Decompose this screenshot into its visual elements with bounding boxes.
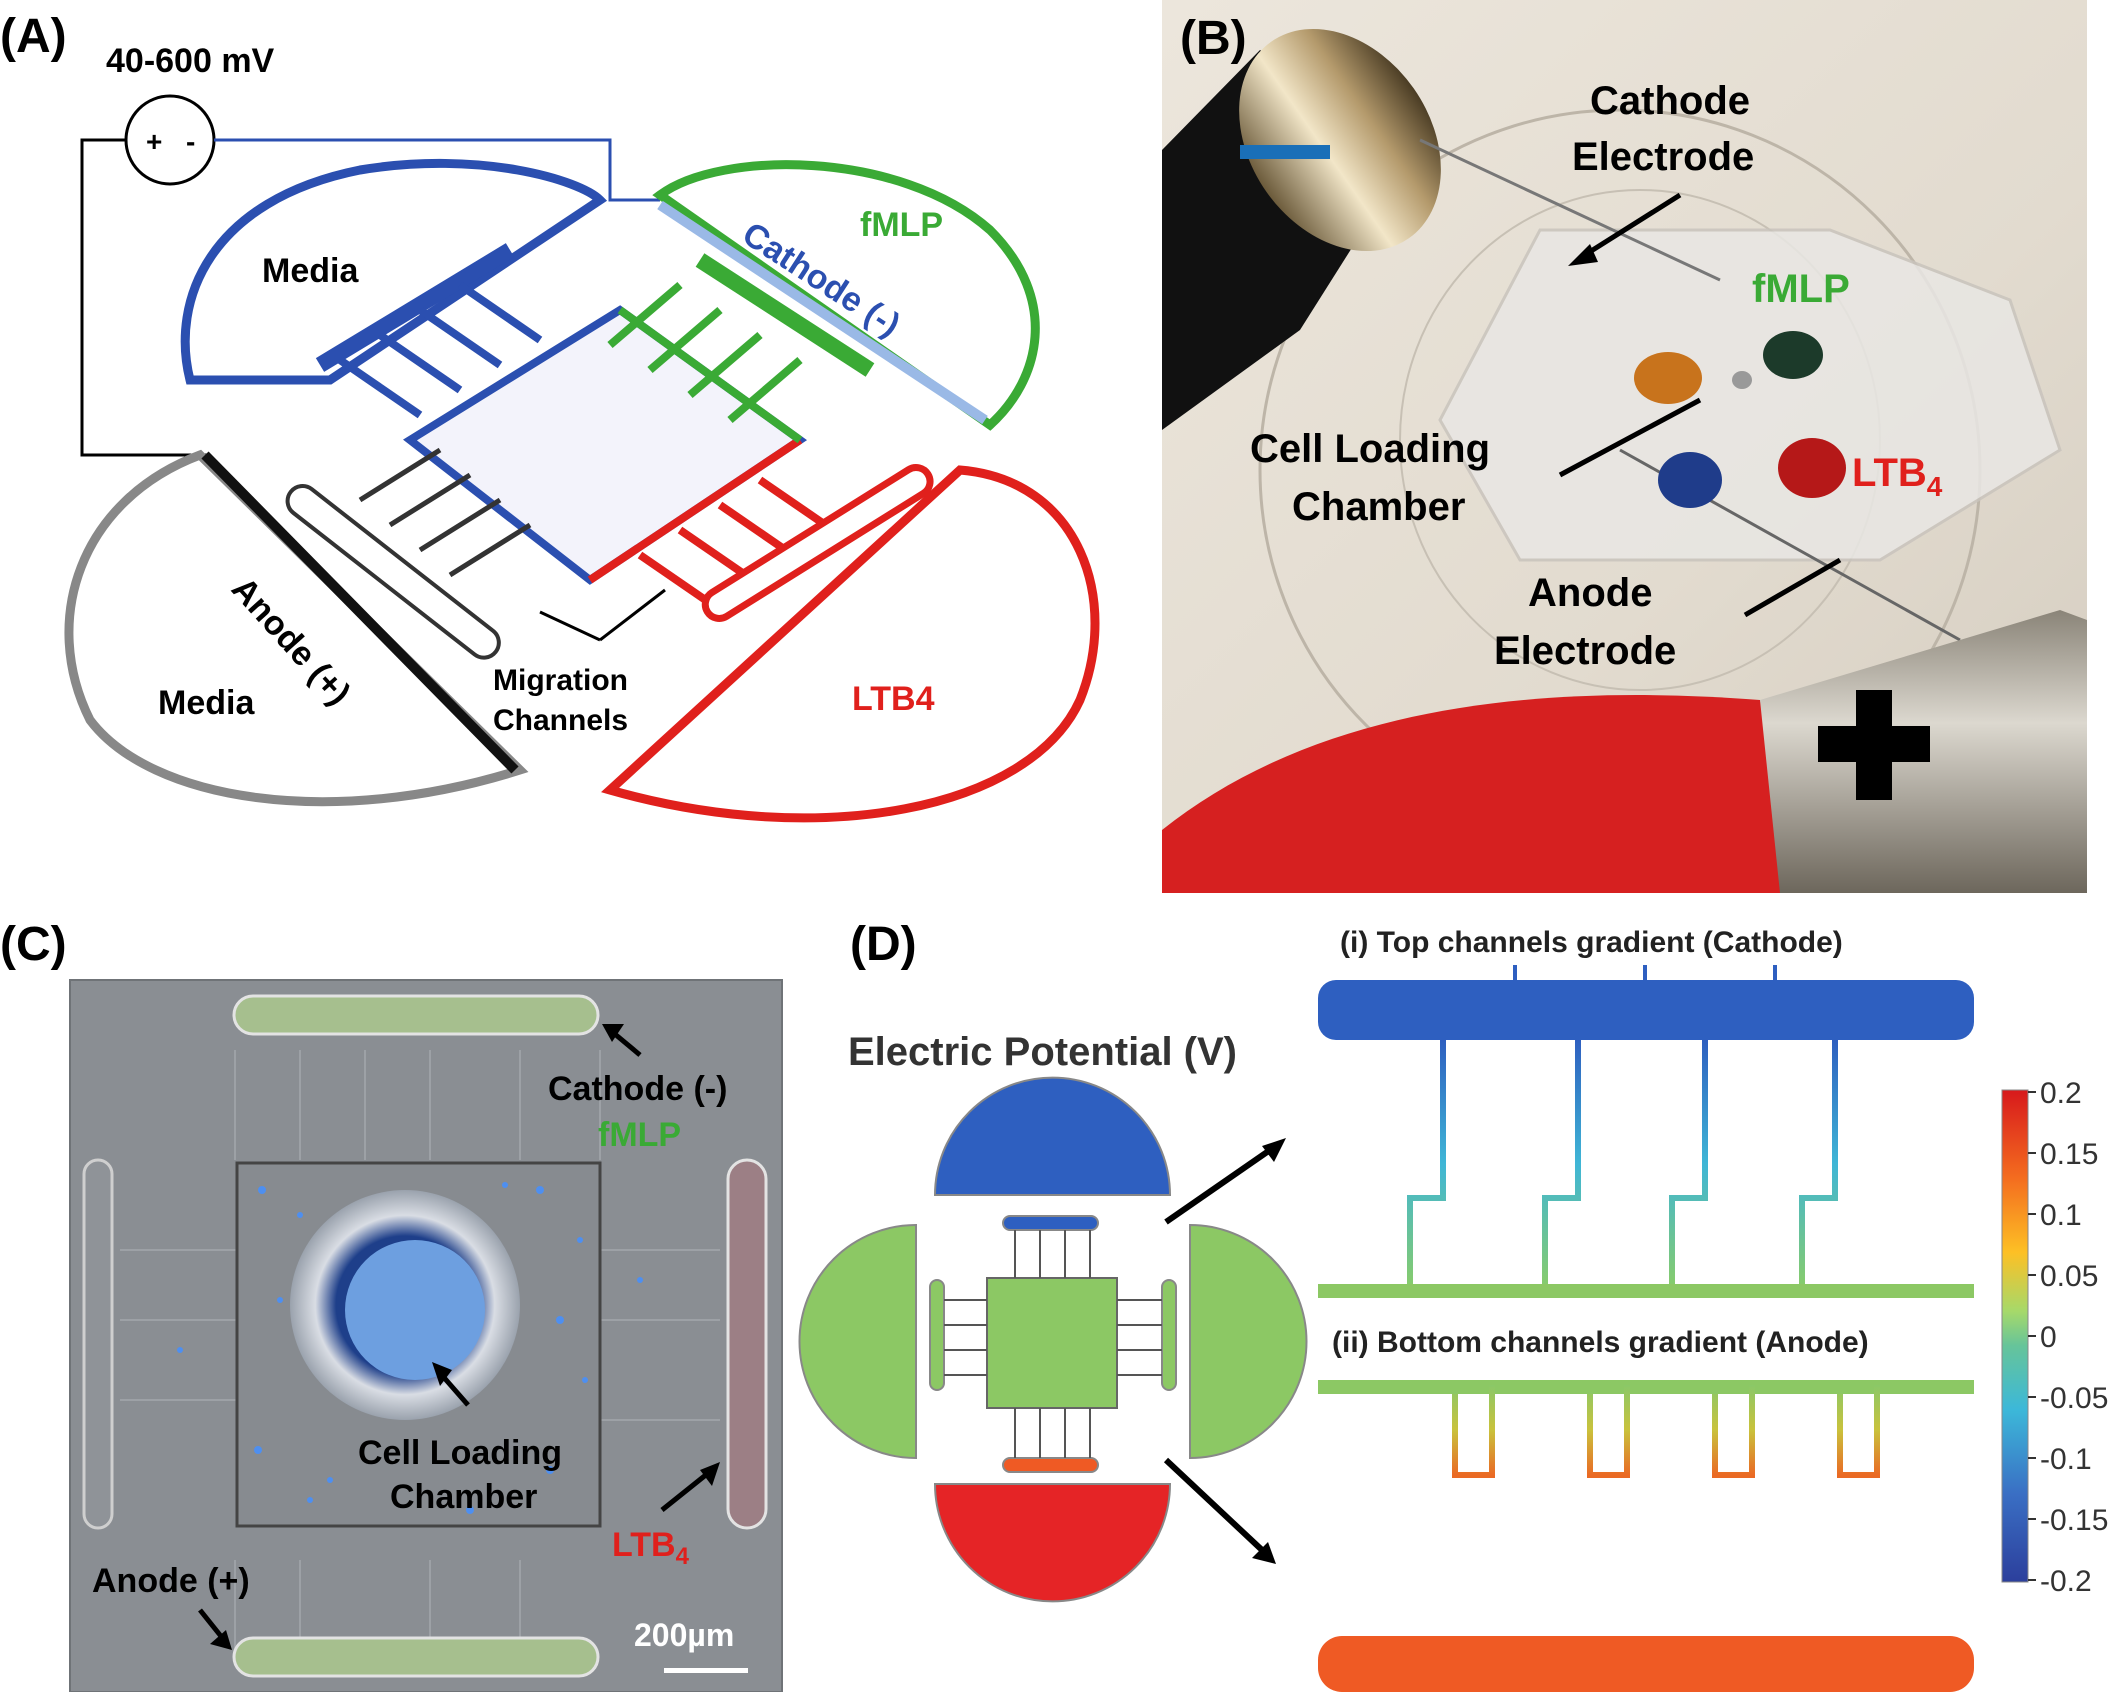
- migration-label-2: Channels: [493, 704, 628, 737]
- plus-sign: +: [146, 126, 162, 157]
- ltb4-label-c: LTB4: [612, 1526, 690, 1570]
- cell-dots: [177, 1182, 643, 1514]
- migration-arrow-1: [539, 610, 601, 642]
- voltage-label: 40-600 mV: [106, 42, 275, 80]
- scale-bar: [664, 1668, 748, 1673]
- minus-sign: -: [186, 126, 195, 157]
- colorbar-tick-label: -0.2: [2040, 1565, 2092, 1598]
- anode-channel-c: [232, 1636, 600, 1678]
- anode-clip: [1162, 610, 2087, 893]
- cell-loading-b-2: Chamber: [1292, 485, 1465, 529]
- port-fmlp: [1763, 331, 1823, 379]
- zoom-arrow-top: [1164, 1147, 1272, 1225]
- green-channels: [607, 281, 803, 424]
- cathode-wire: [214, 138, 660, 202]
- ltb4-label-b: LTB4: [1852, 451, 1943, 502]
- cathode-electrode-2: Electrode: [1572, 135, 1754, 179]
- fmlp-reservoir: [652, 160, 1040, 431]
- panel-d-label: (D): [850, 918, 917, 971]
- anode-electrode-2: Electrode: [1494, 629, 1676, 673]
- media-top-reservoir: [180, 158, 608, 385]
- cell-loading-b-1: Cell Loading: [1250, 427, 1490, 471]
- colorbar-tick-label: -0.1: [2040, 1443, 2092, 1476]
- ltb4-reservoir: [601, 464, 1100, 823]
- panel-b-label: (B): [1180, 12, 1247, 65]
- colorbar-tick-label: 0.2: [2040, 1077, 2082, 1110]
- panel-d: (D) Electric Potential (V) (i) T: [798, 918, 2108, 1692]
- cathode-clip: [1162, 28, 1441, 430]
- colorbar-tick-label: 0.1: [2040, 1199, 2082, 1232]
- bottom-channels-title: (ii) Bottom channels gradient (Anode): [1332, 1326, 1869, 1359]
- panel-a-label: (A): [0, 10, 67, 63]
- colorbar: [2001, 1089, 2029, 1583]
- migration-arrow-2: [599, 588, 666, 642]
- cell-loading-c-2: Chamber: [390, 1478, 537, 1516]
- colorbar-tick-label: 0.05: [2040, 1260, 2098, 1293]
- media-bottom-label: Media: [158, 684, 255, 722]
- colorbar-tick-label: -0.15: [2040, 1504, 2108, 1537]
- panel-c-label: (C): [0, 918, 67, 971]
- ltb4-label-a: LTB4: [852, 680, 935, 718]
- colorbar-tick-label: -0.05: [2040, 1382, 2108, 1415]
- potential-device: [798, 1076, 1308, 1603]
- blue-channels: [337, 281, 543, 419]
- port-cell: [1732, 371, 1752, 389]
- fmlp-label-c: fMLP: [598, 1116, 681, 1154]
- port-orange: [1634, 352, 1702, 404]
- anode-electrode-1: Anode: [1528, 571, 1652, 615]
- cathode-channel-c: [232, 994, 600, 1036]
- cell-loading-arrow-b: [1558, 397, 1702, 478]
- migration-label-1: Migration: [493, 664, 628, 697]
- cathode-label-c: Cathode (-): [548, 1070, 727, 1108]
- anode-label-c: Anode (+): [92, 1562, 250, 1600]
- pdms-device: [1438, 228, 2062, 562]
- ltb4-arrow-c: [660, 1468, 714, 1512]
- top-channels-title: (i) Top channels gradient (Cathode): [1340, 926, 1843, 959]
- loading-center: [345, 1240, 485, 1380]
- scale-bar-label: 200µm: [634, 1617, 734, 1653]
- cathode-electrode-1: Cathode: [1590, 79, 1750, 123]
- cathode-electrode-arrow: [1578, 192, 1682, 261]
- colorbar-tick-label: 0: [2040, 1321, 2057, 1354]
- bottom-channels-detail: [1318, 1380, 1974, 1692]
- colorbar-ticks: 0.2 0.15 0.1 0.05 0 -0.05 -0.1 -0.15 -0.2: [2028, 1077, 2108, 1598]
- cell-loading-c-1: Cell Loading: [358, 1434, 562, 1472]
- channel-grid: [120, 1050, 720, 1660]
- panel-b: (B) Cathode Electrode fMLP Cell Loading …: [1162, 0, 2087, 893]
- port-anode: [1658, 452, 1722, 508]
- anode-wire: [80, 138, 210, 457]
- voltage-source-icon: + -: [124, 94, 216, 186]
- fmlp-label-b: fMLP: [1752, 267, 1850, 311]
- anode-reservoir: [64, 449, 529, 807]
- colorbar-tick-label: 0.15: [2040, 1138, 2098, 1171]
- gray-channels: [358, 447, 532, 578]
- port-ltb4: [1778, 438, 1846, 498]
- media-top-label: Media: [262, 252, 359, 290]
- minus-marker: [1240, 145, 1330, 159]
- panel-a: (A) 40-600 mV + - Media fMLP Cathode (-): [0, 10, 1100, 823]
- anode-arrow-c: [198, 1608, 226, 1642]
- panel-c: (C) Cathod: [0, 918, 783, 1692]
- fmlp-label-a: fMLP: [860, 206, 943, 244]
- electric-potential-title: Electric Potential (V): [848, 1030, 1237, 1074]
- anode-electrode-arrow: [1743, 557, 1842, 618]
- zoom-arrow-bottom: [1163, 1457, 1265, 1553]
- cathode-electrode-wire: [1419, 138, 1721, 282]
- top-channels-detail: [1318, 965, 1974, 1298]
- ltb4-channel-c: [726, 1158, 768, 1530]
- plus-marker-h: [1818, 726, 1930, 762]
- left-channel-c: [82, 1158, 114, 1530]
